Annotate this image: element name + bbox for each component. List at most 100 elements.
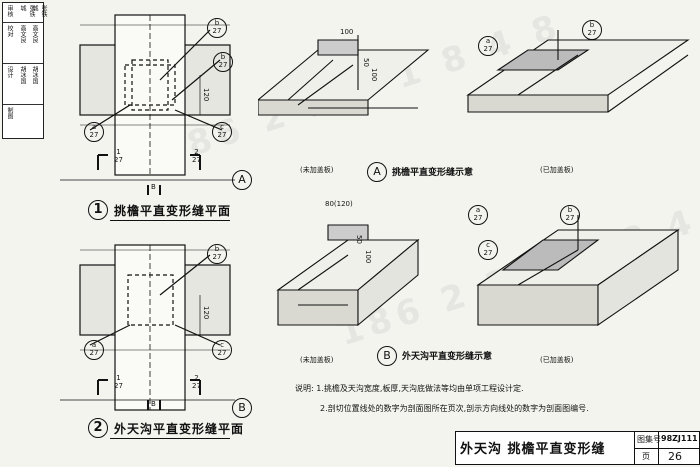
callout-den: 27 — [89, 349, 99, 357]
isoB-dim-vert2: 100 — [364, 250, 372, 264]
plan2-number: 2 — [88, 418, 108, 438]
isoB-label-right: (已加盖板) — [540, 356, 574, 364]
section-den: 27 — [192, 156, 201, 164]
plan1-drawing — [60, 14, 235, 195]
isoB-caption-letter: B — [377, 346, 397, 366]
notes-lead: 说明: — [295, 384, 314, 393]
signoff-row: 校对 高文良 高文良 — [3, 23, 43, 64]
title-block-atlas-label: 图集号 — [637, 435, 661, 444]
callout-den: 27 — [217, 349, 227, 357]
isoA-callout-mid: a 27 — [478, 36, 498, 56]
callout-num: c — [220, 341, 224, 349]
isoA-dim-top: 100 — [340, 28, 354, 36]
callout-den: 27 — [565, 214, 575, 222]
plan1-section-right: 2 27 — [192, 148, 201, 164]
plan2-section-left: 1 27 — [114, 374, 123, 390]
notes-line1: 1.挑檐及天沟宽度,板厚,天沟底做法等均由单项工程设计定. — [316, 384, 524, 393]
isoB-label-left: (未加盖板) — [300, 356, 334, 364]
callout-num: b — [589, 21, 595, 29]
plan1-callout-right-bottom: c 27 — [212, 122, 232, 142]
isoA-caption: 挑檐平直变形缝示意 — [392, 168, 474, 178]
isoA-dim-vert1: 50 — [362, 58, 370, 67]
plan2-dim-120: 120 — [202, 306, 210, 320]
isoB-callout-right: b 27 — [560, 205, 580, 225]
title-block-page-label: 页 — [642, 452, 650, 461]
callout-den: 27 — [217, 131, 227, 139]
notes-line2: 2.剖切位置线处的数字为剖面图所在页次,剖示方向线处的数字为剖面图编号. — [320, 404, 589, 413]
isoB-drawing — [276, 215, 680, 327]
signoff-role: 审核 — [6, 5, 13, 17]
title-block-page-value: 26 — [668, 450, 682, 463]
signoff-name: 高文良 — [19, 25, 26, 43]
signoff-sign: 高文良 — [31, 25, 38, 43]
isoB-callout-top: a 27 — [468, 205, 488, 225]
plan2-callout-right-bottom: c 27 — [212, 340, 232, 360]
callout-num: b — [214, 245, 220, 253]
callout-num: b — [220, 53, 226, 61]
isoA-dim-vert2: 100 — [370, 68, 378, 82]
plan2-callout-top: b 27 — [207, 244, 227, 264]
callout-num: a — [91, 341, 97, 349]
signoff-role: 设计 — [6, 66, 13, 78]
plan2-section-right: 2 27 — [192, 374, 201, 390]
isoB-dim-vert1: 50 — [355, 235, 363, 244]
signoff-name: 张铁城 — [19, 5, 35, 17]
callout-den: 27 — [483, 45, 493, 53]
plan2-axis-bubble: B — [232, 398, 252, 418]
isoA-drawing — [258, 30, 690, 116]
section-num: 2 — [194, 374, 199, 382]
section-num: 2 — [194, 148, 199, 156]
plan1-title-underline — [110, 220, 230, 221]
callout-num: c — [220, 123, 224, 131]
callout-num: b — [214, 19, 220, 27]
section-num: 1 — [116, 148, 121, 156]
signoff-row: 制图 — [3, 105, 43, 124]
title-block-title: 外天沟 挑檐平直变形缝 — [460, 442, 606, 457]
callout-num: b — [567, 206, 573, 214]
signoff-sign: 胡冰国 — [31, 66, 38, 84]
callout-den: 27 — [89, 131, 99, 139]
section-den: 27 — [192, 382, 201, 390]
signoff-role: 制图 — [6, 107, 13, 119]
signoff-sign: 张铁城 — [31, 5, 47, 17]
callout-den: 27 — [218, 61, 228, 69]
plan1-callout-left-bottom: a 27 — [84, 122, 104, 142]
isoA-label-right: (已加盖板) — [540, 166, 574, 174]
signoff-row: 审核 张铁城 张铁城 — [3, 3, 47, 23]
plan2-title: 外天沟平直变形缝平面 — [114, 422, 245, 436]
title-block-atlas-value: 98ZJ111 — [661, 434, 698, 443]
callout-den: 27 — [483, 249, 493, 257]
title-block-inner-divider — [658, 432, 659, 464]
plan2-drawing — [60, 244, 235, 411]
section-den: 27 — [114, 382, 123, 390]
callout-den: 27 — [212, 27, 222, 35]
plan1-title: 挑檐平直变形缝平面 — [114, 204, 232, 218]
plan1-callout-right: b 27 — [213, 52, 233, 72]
isoB-dim-top: 80(120) — [325, 200, 353, 208]
signoff-name: 胡冰国 — [19, 66, 26, 84]
title-block: 外天沟 挑檐平直变形缝 图集号 98ZJ111 页 26 — [455, 431, 700, 465]
plan1-axis-bubble: A — [232, 170, 252, 190]
plan1-callout-top: b 27 — [207, 18, 227, 38]
plan1-section-left: 1 27 — [114, 148, 123, 164]
isoA-callout-right: b 27 — [582, 20, 602, 40]
signoff-role: 校对 — [6, 25, 13, 37]
callout-num: c — [486, 241, 490, 249]
plan1-number: 1 — [88, 200, 108, 220]
callout-num: a — [91, 123, 97, 131]
plan1-section-b: B — [151, 183, 156, 191]
callout-num: a — [485, 37, 491, 45]
isoB-callout-left: c 27 — [478, 240, 498, 260]
callout-den: 27 — [587, 29, 597, 37]
plan1-dim-120: 120 — [202, 88, 210, 102]
callout-den: 27 — [212, 253, 222, 261]
signoff-block: 审核 张铁城 张铁城 校对 高文良 高文良 设计 胡冰国 胡冰国 制图 — [2, 2, 47, 139]
section-num: 1 — [116, 374, 121, 382]
callout-num: a — [475, 206, 481, 214]
isoB-caption: 外天沟平直变形缝示意 — [402, 352, 493, 362]
signoff-row: 设计 胡冰国 胡冰国 — [3, 64, 43, 105]
isoA-label-left: (未加盖板) — [300, 166, 334, 174]
plan2-title-underline — [110, 438, 230, 439]
notes-block: 说明: 1.挑檐及天沟宽度,板厚,天沟底做法等均由单项工程设计定. — [295, 383, 524, 394]
section-den: 27 — [114, 156, 123, 164]
